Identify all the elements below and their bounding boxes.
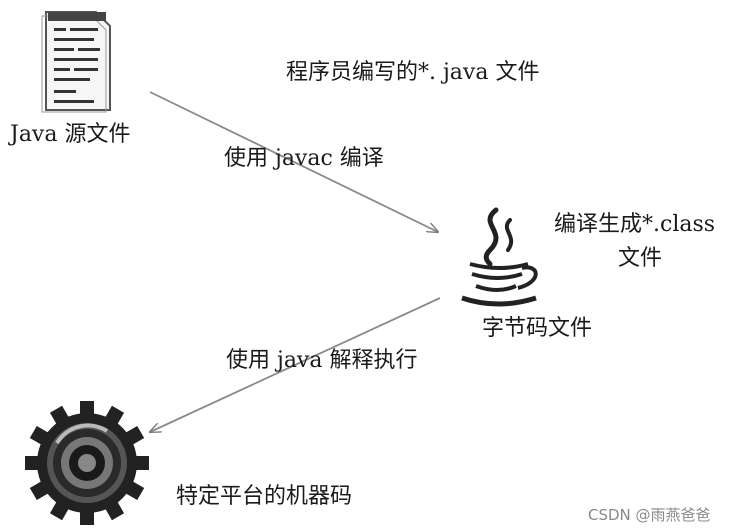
machine-code-label: 特定平台的机器码 [176,484,353,509]
watermark: CSDN @雨燕爸爸 [588,506,711,524]
java-coffee-cup-icon [456,206,542,314]
document-icon [40,8,114,118]
interpret-step-label: 使用 java 解释执行 [226,348,418,373]
compile-step-label: 使用 javac 编译 [224,146,384,171]
interpret-arrow [150,297,441,432]
generated-line1-label: 编译生成*.class [554,212,716,237]
compile-arrow [149,91,438,232]
written-by-label: 程序员编写的*. java 文件 [286,60,540,85]
source-file-label: Java 源文件 [10,122,131,147]
bytecode-file-label: 字节码文件 [482,316,593,341]
gear-icon [22,398,152,530]
generated-line2-label: 文件 [618,246,663,271]
